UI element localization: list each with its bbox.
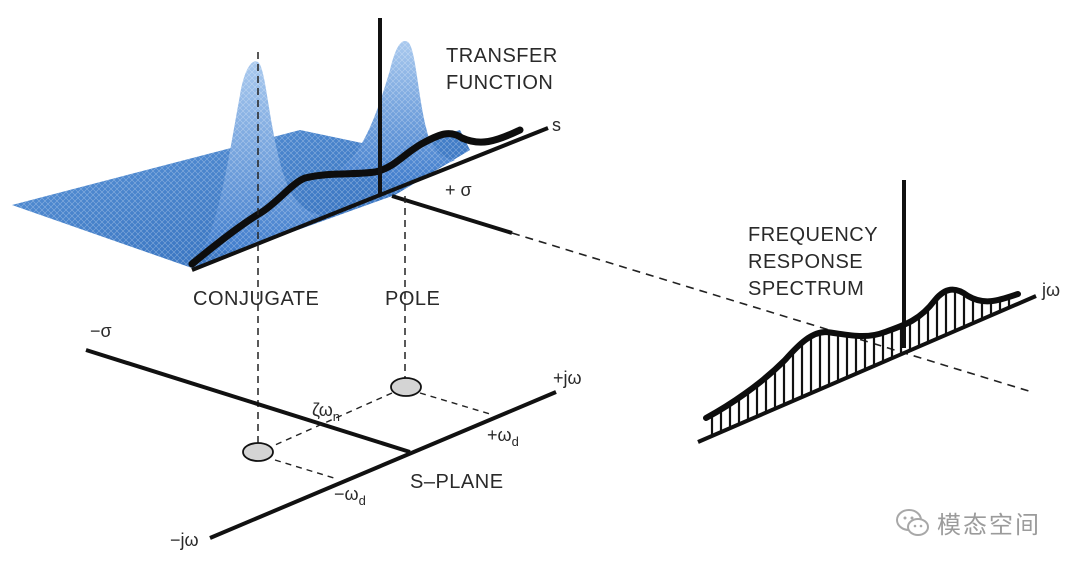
label-plus-wd: +ωd [487,425,519,449]
label-minus-jw: −jω [170,530,199,550]
label-frequency: FREQUENCY [748,224,878,246]
minus-wd-main: −ω [334,484,359,504]
conjugate-peak-mesh [200,61,320,256]
jw-axis-plane [209,390,557,540]
spectrum-jw-axis [697,294,1037,444]
spectrum-curve [703,286,1021,421]
pole-wd-line [419,392,491,415]
label-plus-sigma: + σ [445,180,472,200]
pole-marker [390,377,422,397]
label-function: FUNCTION [446,72,553,94]
spectrum-stems [710,289,1011,436]
upper-axes [191,18,549,272]
conj-wd-line [274,459,335,479]
sigma-axis [391,194,513,235]
label-response: RESPONSE [748,251,863,273]
s-axis [191,126,549,272]
pole-peak-mesh [340,40,455,186]
watermark: 模态空间 [895,505,1041,540]
plus-wd-sub: d [512,434,519,449]
frequency-response-spectrum [697,180,1037,444]
conjugate-pole-marker [242,442,274,462]
label-minus-sigma: −σ [90,321,112,341]
s-plane [85,348,557,540]
watermark-text: 模态空间 [937,511,1041,539]
sigma-projection-dashed [511,232,1033,393]
label-spectrum: SPECTRUM [748,278,864,300]
wechat-icon [896,508,929,536]
label-plus-jw: +jω [553,368,582,388]
label-s-plane: S–PLANE [410,471,504,493]
label-zeta-wn: ζωn [312,400,340,424]
zeta-wn-sub: n [333,409,340,424]
label-pole: POLE [385,288,440,310]
plus-wd-main: +ω [487,425,512,445]
transfer-function-surface [12,40,470,268]
sigma-axis-plane [85,348,411,454]
minus-wd-sub: d [359,493,366,508]
zeta-wn-main: ζω [312,400,333,420]
label-transfer: TRANSFER [446,45,558,67]
label-minus-wd: −ωd [334,484,366,508]
label-jw: jω [1041,280,1060,300]
label-conjugate: CONJUGATE [193,288,319,310]
label-s: s [552,115,561,135]
